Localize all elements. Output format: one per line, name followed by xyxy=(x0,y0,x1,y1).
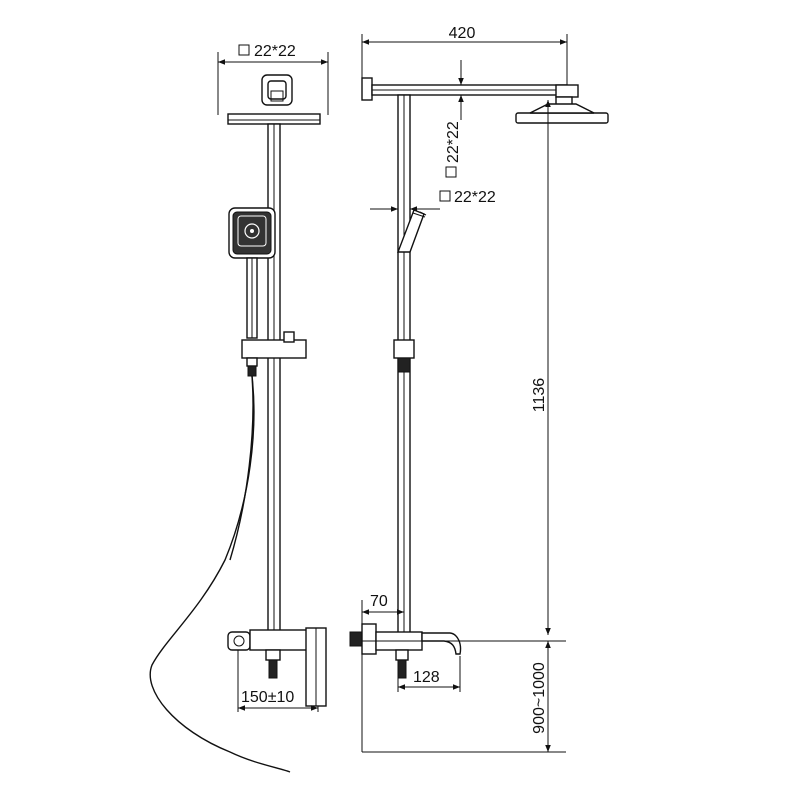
arm-length-dimension: 420 xyxy=(361,25,568,96)
mixer-height-dimension: 900~1000 xyxy=(361,640,566,753)
side-head-shower xyxy=(515,103,609,124)
arm-section-label: 22*22 xyxy=(445,121,462,163)
front-top-size-label: 22*22 xyxy=(254,43,296,60)
handshower-section-dimension: 22*22 xyxy=(370,189,496,212)
square-section-icon xyxy=(445,166,457,178)
mixer-projection-dimension: 70 xyxy=(361,593,405,630)
total-height-label: 1136 xyxy=(531,378,548,413)
square-section-icon xyxy=(439,190,451,202)
side-view: 420 22*22 xyxy=(349,25,609,753)
front-bottom-width-label: 150±10 xyxy=(241,689,294,706)
front-slide-holder xyxy=(241,331,307,377)
front-hand-shower xyxy=(228,207,276,339)
front-head-shower xyxy=(227,74,321,125)
front-riser-pipe xyxy=(267,123,281,635)
front-bottom-width-dimension: 150±10 xyxy=(237,650,319,712)
side-slide-holder xyxy=(393,339,415,373)
front-top-size-dimension: 22*22 xyxy=(217,43,329,115)
square-section-icon xyxy=(238,44,250,56)
arm-section-dimension: 22*22 xyxy=(445,60,470,178)
spout-reach-label: 128 xyxy=(413,669,440,686)
spout-reach-dimension: 128 xyxy=(397,656,461,692)
total-height-dimension: 1136 xyxy=(531,100,551,635)
front-view: 22*22 xyxy=(149,43,329,773)
side-mixer xyxy=(349,623,462,679)
mixer-height-label: 900~1000 xyxy=(531,662,548,734)
handshower-section-label: 22*22 xyxy=(454,189,496,206)
mixer-projection-label: 70 xyxy=(370,593,388,610)
side-hand-shower xyxy=(396,209,427,253)
arm-length-label: 420 xyxy=(449,25,476,42)
side-shower-arm xyxy=(361,77,579,108)
